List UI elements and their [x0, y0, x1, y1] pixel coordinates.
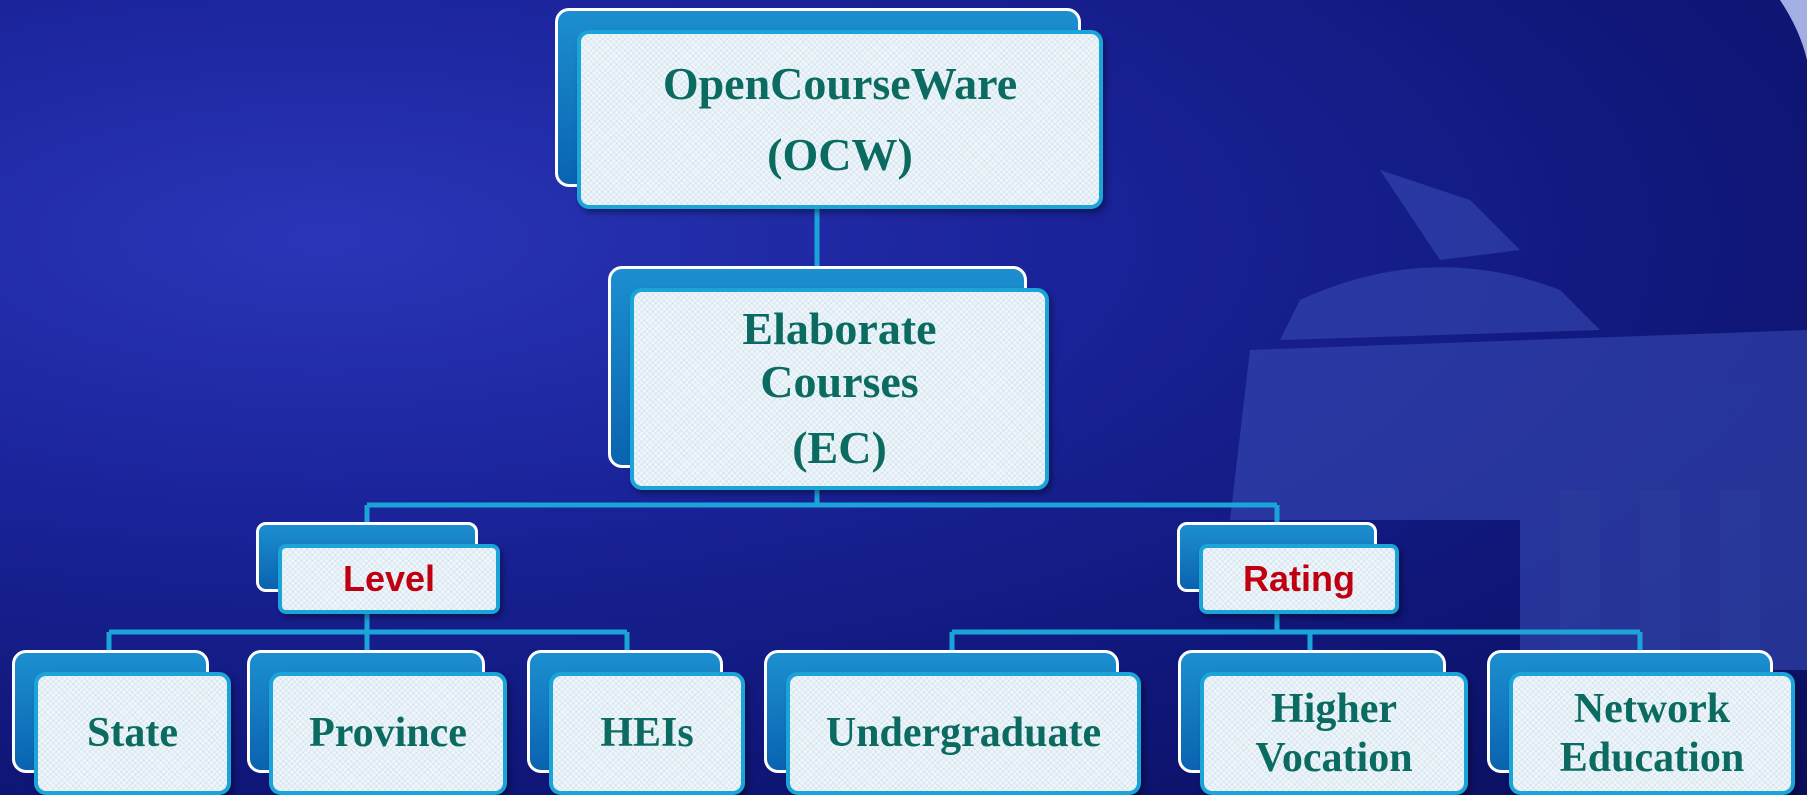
node-higher-vocation: Higher Vocation	[1178, 650, 1468, 795]
node-state-label: State	[87, 710, 178, 757]
node-undergraduate: Undergraduate	[764, 650, 1141, 795]
node-level: Level	[256, 522, 500, 614]
node-network-education-line1: Network	[1573, 686, 1731, 733]
node-heis: HEIs	[527, 650, 745, 795]
node-state: State	[12, 650, 231, 795]
node-higher-vocation-line1: Higher	[1271, 686, 1397, 733]
node-undergraduate-label: Undergraduate	[825, 710, 1102, 757]
node-level-label: Level	[342, 558, 436, 599]
node-ec-abbr: (EC)	[792, 422, 887, 474]
node-ec-line2: Courses	[760, 355, 919, 407]
node-elaborate-courses: Elaborate Courses (EC)	[608, 266, 1049, 490]
node-network-education: Network Education	[1487, 650, 1795, 795]
node-rating-label: Rating	[1243, 558, 1355, 599]
node-rating: Rating	[1177, 522, 1399, 614]
node-ocw: OpenCourseWare (OCW)	[555, 8, 1103, 209]
node-higher-vocation-line2: Vocation	[1255, 734, 1413, 781]
node-ec-line1: Elaborate	[742, 302, 937, 354]
node-ocw-abbr: (OCW)	[767, 128, 913, 180]
node-province-label: Province	[309, 710, 467, 757]
node-network-education-line2: Education	[1559, 734, 1745, 781]
node-province: Province	[247, 650, 507, 795]
node-ocw-title: OpenCourseWare	[662, 57, 1018, 109]
node-heis-label: HEIs	[600, 710, 694, 757]
